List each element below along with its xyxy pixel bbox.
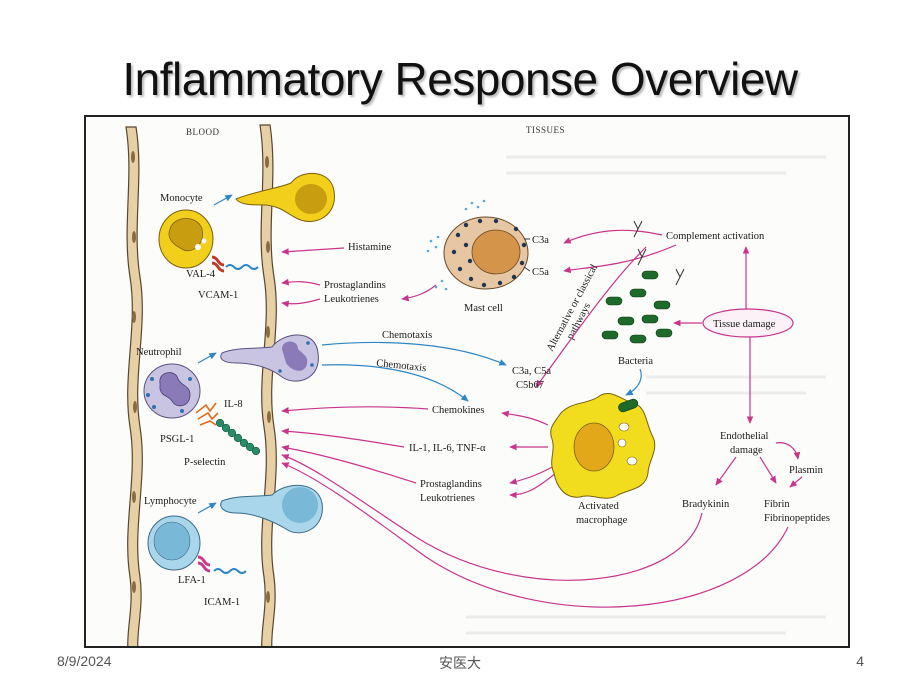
chemokines-label: Chemokines [432,405,485,416]
pselectin-label: P-selectin [184,457,226,468]
fibrin-label: Fibrin [764,499,790,510]
vessel-cell-nuclei [131,151,271,603]
page-number: 4 [856,653,864,669]
complement-activation-label: Complement activation [666,231,765,242]
background-texture [466,155,826,635]
leukotrienes-label-2: Leukotrienes [420,493,475,504]
il-list-label: IL-1, IL-6, TNF-α [409,443,486,454]
bradykinin-label: Bradykinin [682,499,730,510]
footer-center-text: 安医大 [439,655,481,671]
lfa1-receptor [197,555,211,573]
chemotaxis-arrow-2 [321,364,469,402]
endothelial-to-fibrin-arrow [759,456,777,484]
damage-label: damage [730,445,763,456]
inflammation-diagram: BLOOD TISSUES Monocyte VAL-4 VCAM-1 Hist… [84,115,850,648]
blood-header: BLOOD [186,127,220,137]
endothelial-label: Endothelial [720,431,768,442]
chemokines-arrow [281,406,429,414]
il-arrow [281,428,405,448]
macrophage-to-chemokines-arrow [501,410,549,426]
vessel-wall-left [125,126,143,646]
lymphocyte-label: Lymphocyte [144,496,197,507]
bacteria-to-macrophage-arrow [625,368,642,396]
bacteria-cluster [601,270,673,344]
bradykinin-return-arrow [281,454,703,581]
endothelial-to-plasmin-arrow [775,442,801,460]
bacteria-label: Bacteria [618,356,653,367]
lfa1-label: LFA-1 [178,575,206,586]
lymphocyte-migrate-arrow [197,502,217,514]
c5a-label-mast: C5a [532,267,549,278]
vcam1-label: VCAM-1 [198,290,238,301]
leukotrienes-arrow-2 [509,472,557,499]
complement-to-c3a-arrow [563,229,663,244]
vla4-receptor [211,255,225,273]
lymphocyte-transmigrating [220,484,323,534]
neutrophil-transmigrating [220,334,319,382]
monocyte-migrate-arrow [213,194,233,206]
mast-cell [426,199,529,291]
c3a-label-mast: C3a [532,235,549,246]
chemotaxis-label-2: Chemotaxis [376,358,427,374]
macrophage-to-prostaglandins-arrow [509,464,557,485]
icam1-label: ICAM-1 [204,597,240,608]
tissue-damage-oval [702,308,794,338]
c3a-c5a-label: C3a, C5a [512,366,551,377]
plasmin-label: Plasmin [789,465,824,476]
plasmin-to-fibrin-arrow [789,476,803,488]
c5b67-label: C5b67 [516,380,544,391]
complement-to-c5a-arrow [563,244,677,274]
monocyte-label: Monocyte [160,193,203,204]
icam1-molecule [213,568,247,574]
tissues-header: TISSUES [526,125,565,135]
slide-title: Inflammatory Response Overview [122,53,798,105]
vcam1-molecule [225,264,259,270]
il8-label: IL-8 [224,399,243,410]
pathways-arrow [535,246,647,388]
endothelial-to-bradykinin-arrow [715,456,737,486]
mast-cell-label: Mast cell [464,303,503,314]
lymphocyte-cell [147,515,201,571]
neutrophil-migrate-arrow [197,352,217,364]
prostaglandins-arrow-2 [281,444,417,484]
prostaglandins-arrow-1 [281,278,321,286]
mast-cell-release-arrow [401,284,437,302]
fibrinopeptides-label: Fibrinopeptides [764,513,830,524]
val4-label: VAL-4 [186,269,216,280]
prostaglandins-label-2: Prostaglandins [420,479,482,490]
activated-label: Activated [578,501,620,512]
pathways-label: Alternative or classical pathways [545,263,600,354]
chemotaxis-label-1: Chemotaxis [382,330,432,341]
chemotaxis-arrow-1 [321,341,507,366]
neutrophil-label: Neutrophil [136,347,182,358]
psgl1-receptor [195,402,219,426]
monocyte-cell [158,209,214,269]
neutrophil-cell [143,363,201,419]
pselectin-molecule [215,418,261,456]
macrophage-label: macrophage [576,515,628,526]
fibrinopeptides-return-arrow [281,462,789,608]
activated-macrophage [550,392,656,499]
tissue-damage-label: Tissue damage [713,319,776,330]
prostaglandins-label-1: Prostaglandins [324,280,386,291]
histamine-label: Histamine [348,242,391,253]
antibody-icons [633,220,685,286]
monocyte-transmigrating [235,172,335,222]
leukotrienes-label-1: Leukotrienes [324,294,379,305]
footer-date: 8/9/2024 [57,653,112,669]
histamine-arrow [281,247,345,255]
leukotrienes-arrow-1 [281,298,321,308]
psgl1-label: PSGL-1 [160,434,194,445]
